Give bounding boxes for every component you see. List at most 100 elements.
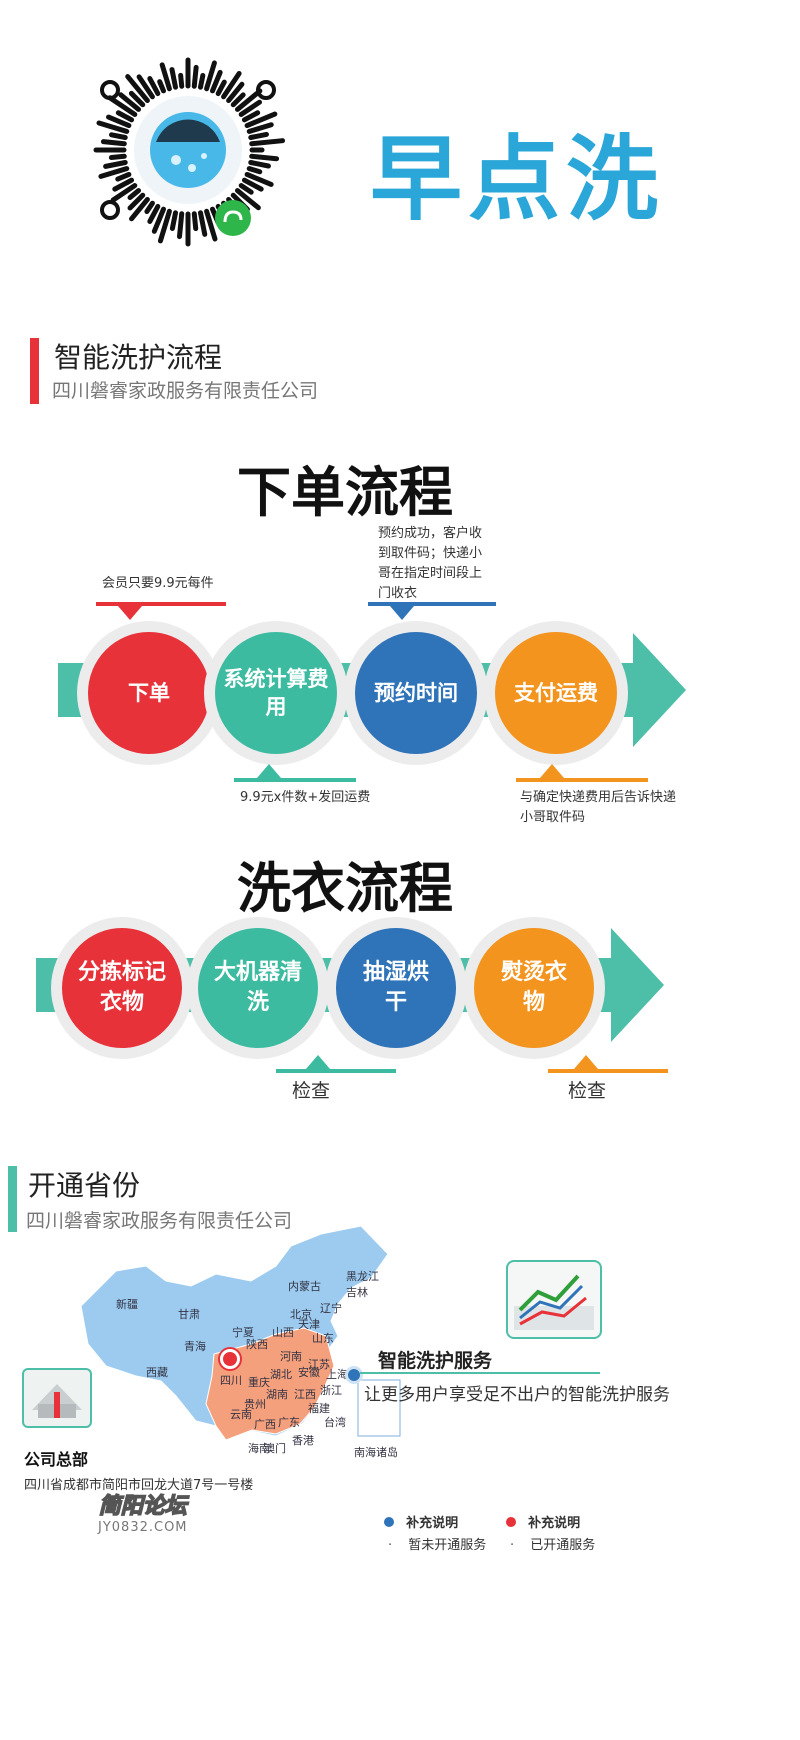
code-ray bbox=[176, 211, 185, 240]
code-ray bbox=[241, 110, 261, 123]
map-province-label: 四川 bbox=[220, 1374, 242, 1387]
code-ray bbox=[147, 76, 161, 97]
code-ray bbox=[234, 88, 263, 112]
map-province-label: 云南 bbox=[230, 1408, 252, 1421]
map-province-label: 新疆 bbox=[116, 1298, 138, 1311]
note-pointer bbox=[257, 764, 281, 778]
check-pointer bbox=[574, 1055, 598, 1069]
code-ray bbox=[238, 99, 263, 117]
map-province-label: 澳门 bbox=[264, 1442, 286, 1455]
code-ray bbox=[191, 211, 199, 232]
map-province-label: 江苏 bbox=[308, 1358, 330, 1371]
note-member-price: 会员只要9.9元每件 bbox=[102, 576, 214, 591]
map-province-label: 青海 bbox=[184, 1340, 206, 1353]
wash-step-2: 大机器清洗 bbox=[198, 928, 318, 1048]
order-flow-title: 下单流程 bbox=[237, 461, 453, 524]
service-image bbox=[506, 1260, 602, 1339]
code-ray bbox=[106, 114, 132, 129]
note-pointer bbox=[540, 764, 564, 778]
brand-logo-text: 早点洗 bbox=[370, 126, 665, 233]
map-province-label: 广东 bbox=[278, 1416, 300, 1429]
code-ray bbox=[108, 153, 127, 161]
code-ray bbox=[115, 171, 132, 182]
hq-address: 四川省成都市简阳市回龙大道7号一号楼 bbox=[24, 1478, 254, 1493]
map-province-label: 广西 bbox=[254, 1418, 276, 1431]
legend-dot-red bbox=[506, 1517, 516, 1527]
map-province-label: 安徽 bbox=[298, 1366, 320, 1379]
code-ray bbox=[197, 72, 206, 90]
map-province-label: 浙江 bbox=[320, 1384, 342, 1397]
miniprogram-code[interactable] bbox=[88, 50, 288, 250]
code-ray bbox=[157, 208, 172, 244]
code-ray bbox=[144, 200, 155, 215]
code-ray bbox=[209, 69, 223, 94]
section-title: 智能洗护流程 bbox=[54, 341, 223, 374]
note-fee-formula: 9.9元x件数+发回运费 bbox=[240, 790, 371, 805]
map-province-label: 湖北 bbox=[270, 1368, 292, 1381]
code-ray bbox=[230, 92, 246, 108]
section-company: 四川磐睿家政服务有限责任公司 bbox=[52, 380, 319, 402]
wash-step-3: 抽湿烘干 bbox=[336, 928, 456, 1048]
code-ray bbox=[246, 166, 263, 175]
note-pointer bbox=[118, 606, 142, 620]
code-ray bbox=[103, 159, 128, 169]
map-callout-line bbox=[360, 1372, 600, 1374]
hq-location-marker bbox=[220, 1349, 240, 1369]
check-pointer bbox=[306, 1055, 330, 1069]
check-line bbox=[276, 1069, 396, 1073]
map-province-label: 山西 bbox=[272, 1326, 294, 1339]
map-province-label: 南海诸岛 bbox=[354, 1446, 398, 1459]
code-ray bbox=[98, 166, 130, 179]
code-ray bbox=[248, 131, 269, 141]
map-province-label: 台湾 bbox=[324, 1416, 346, 1429]
map-province-label: 重庆 bbox=[248, 1376, 270, 1389]
map-province-label: 海南 bbox=[248, 1442, 270, 1455]
code-ray bbox=[110, 183, 138, 203]
map-province-label: 吉林 bbox=[346, 1286, 368, 1299]
section-accent-bar bbox=[8, 1166, 17, 1232]
note-line bbox=[96, 602, 226, 606]
legend-title: 补充说明 bbox=[528, 1516, 581, 1531]
wash-step-1: 分拣标记衣物 bbox=[62, 928, 182, 1048]
code-ray bbox=[136, 74, 155, 100]
check-label: 检查 bbox=[292, 1080, 331, 1102]
map-province-label: 西藏 bbox=[146, 1366, 168, 1379]
map-province-label: 宁夏 bbox=[232, 1326, 254, 1339]
map-province-label: 黑龙江 bbox=[346, 1270, 379, 1283]
code-ray bbox=[221, 71, 242, 100]
legend-desc: 已开通服务 bbox=[530, 1538, 596, 1553]
code-ray bbox=[169, 210, 179, 231]
map-province-label: 上海 bbox=[326, 1368, 348, 1381]
code-ray bbox=[246, 122, 274, 134]
code-ray bbox=[128, 90, 146, 108]
map-province-label: 陕西 bbox=[246, 1338, 268, 1351]
code-ray bbox=[204, 208, 218, 242]
code-ray bbox=[108, 132, 128, 141]
code-ray bbox=[151, 206, 167, 234]
code-ray bbox=[147, 203, 161, 224]
note-pointer bbox=[390, 606, 414, 620]
code-ray bbox=[127, 192, 146, 211]
code-ray bbox=[226, 81, 245, 104]
order-step-2: 系统计算费用 bbox=[215, 632, 337, 754]
code-ray bbox=[115, 110, 135, 123]
legend-open: 补充说明 · 已开通服务 bbox=[506, 1512, 595, 1553]
map-province-label: 山东 bbox=[312, 1332, 334, 1345]
service-title: 智能洗护服务 bbox=[378, 1350, 493, 1372]
code-ray bbox=[238, 183, 254, 195]
section-company: 四川磐睿家政服务有限责任公司 bbox=[26, 1210, 293, 1232]
code-ray bbox=[248, 159, 271, 169]
hq-image bbox=[22, 1368, 92, 1428]
order-step-4: 支付运费 bbox=[495, 632, 617, 754]
map-callout-dot bbox=[345, 1366, 363, 1384]
order-step-3: 预约时间 bbox=[355, 632, 477, 754]
hq-title: 公司总部 bbox=[24, 1450, 89, 1469]
code-ray bbox=[244, 111, 278, 129]
china-map: 新疆甘肃青海西藏内蒙古黑龙江吉林辽宁宁夏陕西山西北京天津山东河南江苏安徽上海湖北… bbox=[76, 1226, 416, 1466]
order-step-1: 下单 bbox=[88, 632, 210, 754]
code-ray bbox=[96, 120, 130, 134]
check-line bbox=[548, 1069, 668, 1073]
code-ray bbox=[127, 188, 142, 201]
map-province-label: 河南 bbox=[280, 1350, 302, 1363]
service-description: 让更多用户享受足不出户的智能洗护服务 bbox=[364, 1385, 670, 1405]
